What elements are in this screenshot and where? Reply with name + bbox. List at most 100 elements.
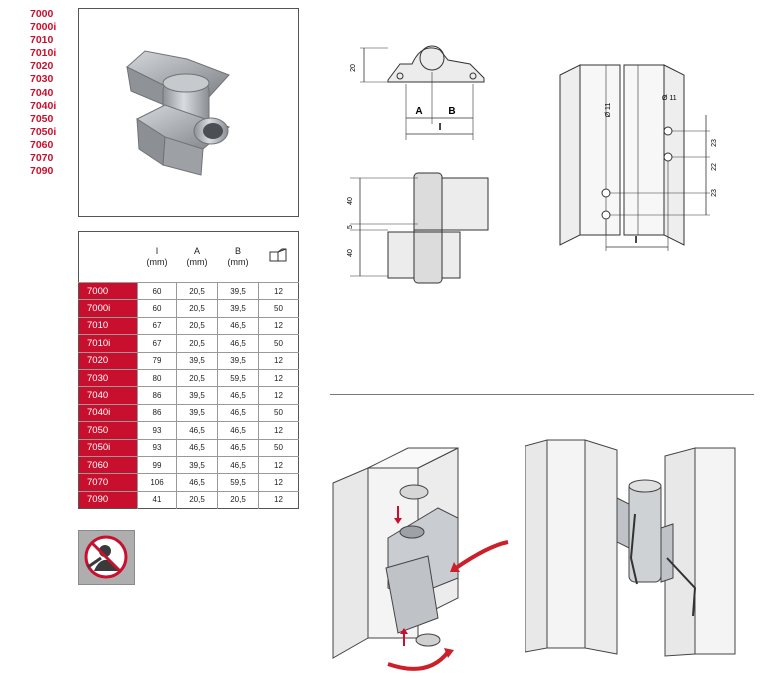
- package-box-icon: [269, 248, 287, 261]
- value-cell-qty: 50: [258, 403, 299, 422]
- value-cell-qty: 12: [258, 351, 299, 370]
- warning-pictogram: [78, 530, 135, 585]
- dim-22-label: 22: [711, 163, 718, 171]
- model-cell: 7010: [78, 316, 138, 335]
- model-code: 7000: [30, 8, 54, 20]
- model-cell: 7070: [78, 473, 138, 492]
- model-code: 7030: [30, 73, 54, 86]
- value-cell-a: 39,5: [176, 403, 218, 422]
- model-cell: 7040: [78, 386, 138, 405]
- model-cell: 7030: [78, 368, 138, 387]
- model-code: 7010i: [30, 47, 57, 60]
- column-header-quantity: [259, 232, 299, 283]
- value-cell-i: 67: [137, 316, 177, 335]
- dim-i-profile-label: I: [635, 235, 638, 246]
- value-cell-i: 60: [137, 281, 177, 300]
- value-cell-qty: 12: [258, 386, 299, 405]
- dim-gap-label: 5: [347, 225, 354, 229]
- profile-drilling-drawing: Ø 11 Ø 11 23 22 23 I: [559, 64, 718, 251]
- value-cell-a: 39,5: [176, 351, 218, 370]
- value-cell-a: 39,5: [176, 386, 218, 405]
- value-cell-i: 86: [137, 403, 177, 422]
- dim-23-top-label: 23: [711, 139, 718, 147]
- installation-illustration-left: [332, 447, 509, 671]
- value-cell-b: 59,5: [217, 473, 259, 492]
- column-header-i: I(mm): [146, 246, 168, 267]
- value-cell-a: 20,5: [176, 334, 218, 353]
- value-cell-i: 41: [137, 490, 177, 509]
- model-code: 7040i: [30, 99, 57, 112]
- model-cell: 7020: [78, 351, 138, 370]
- value-cell-i: 80: [137, 368, 177, 387]
- no-welding-icon: [84, 535, 128, 579]
- section-divider: [330, 394, 754, 395]
- value-cell-i: 79: [137, 351, 177, 370]
- model-cell: 7050i: [78, 438, 138, 457]
- model-code: 7050: [30, 112, 54, 125]
- value-cell-qty: 12: [258, 281, 299, 300]
- value-cell-b: 39,5: [217, 281, 259, 300]
- dim-i-label: I: [439, 122, 442, 133]
- value-cell-a: 20,5: [176, 368, 218, 387]
- dim-bottom-label: 40: [347, 249, 354, 257]
- value-cell-qty: 12: [258, 490, 299, 509]
- model-code: 7010: [30, 34, 54, 47]
- value-cell-b: 39,5: [217, 351, 259, 370]
- value-cell-a: 20,5: [176, 299, 218, 318]
- value-cell-b: 20,5: [217, 490, 259, 509]
- value-cell-i: 93: [137, 421, 177, 440]
- value-cell-a: 20,5: [176, 490, 218, 509]
- value-cell-a: 46,5: [176, 473, 218, 492]
- model-code: 7060: [30, 138, 54, 151]
- dim-23-bottom-label: 23: [711, 189, 718, 197]
- value-cell-b: 46,5: [217, 334, 259, 353]
- model-code-list: 7000 7000i 7010 7010i 7020 7030 7040 704…: [30, 8, 74, 178]
- dim-a-label: A: [415, 106, 422, 117]
- model-code: 7090: [30, 165, 54, 178]
- column-header-b: B(mm): [227, 246, 249, 267]
- value-cell-qty: 12: [258, 316, 299, 335]
- value-cell-a: 20,5: [176, 316, 218, 335]
- value-cell-i: 93: [137, 438, 177, 457]
- value-cell-qty: 50: [258, 334, 299, 353]
- value-cell-b: 46,5: [217, 386, 259, 405]
- value-cell-a: 39,5: [176, 455, 218, 474]
- value-cell-a: 46,5: [176, 438, 218, 457]
- model-cell: 7050: [78, 421, 138, 440]
- column-header-a: A(mm): [186, 246, 208, 267]
- installation-illustration-right: [525, 439, 736, 657]
- model-code: 7020: [30, 60, 54, 73]
- value-cell-i: 106: [137, 473, 177, 492]
- hinge-side-view-drawing: 40 5 40: [347, 172, 489, 284]
- value-cell-a: 20,5: [176, 281, 218, 300]
- value-cell-b: 46,5: [217, 438, 259, 457]
- value-cell-i: 67: [137, 334, 177, 353]
- product-photo-frame: [78, 8, 299, 217]
- hole-dia-right-label: Ø 11: [662, 95, 677, 102]
- hinge-top-view-drawing: 20 A B I: [350, 45, 485, 140]
- hinge-product-photo: [126, 50, 231, 176]
- value-cell-a: 46,5: [176, 421, 218, 440]
- model-column-header: [79, 232, 138, 283]
- model-cell: 7090: [78, 490, 138, 509]
- value-cell-qty: 12: [258, 421, 299, 440]
- model-code: 7070: [30, 152, 54, 165]
- value-cell-qty: 12: [258, 455, 299, 474]
- table-header-row: I(mm) A(mm) B(mm): [79, 232, 299, 283]
- dim-b-label: B: [448, 106, 455, 117]
- value-cell-qty: 12: [258, 368, 299, 387]
- value-cell-qty: 50: [258, 299, 299, 318]
- value-cell-i: 99: [137, 455, 177, 474]
